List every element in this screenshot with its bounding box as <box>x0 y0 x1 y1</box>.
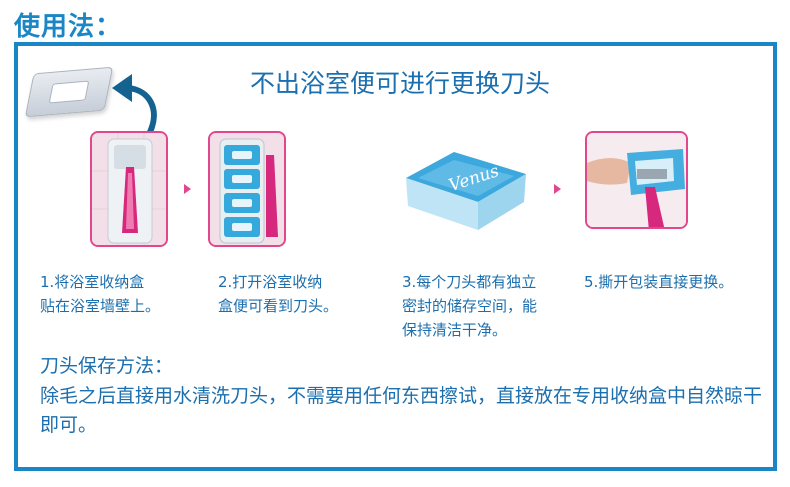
step-2-line-2: 盒便可看到刀头。 <box>218 297 339 315</box>
wall-holder-image <box>24 66 114 118</box>
page-subtitle: 不出浴室便可进行更换刀头 <box>250 69 551 98</box>
cartridge-pack-icon: Venus <box>406 152 526 230</box>
step-2-line-1: 2.打开浴室收纳 <box>218 273 323 291</box>
curved-arrow-icon <box>112 74 157 135</box>
step-3-line-2: 密封的储存空间，能 <box>402 297 538 315</box>
instruction-panel: 不出浴室便可进行更换刀头 <box>14 42 777 471</box>
step-3-image: Venus <box>398 146 530 236</box>
step-4-caption: 5.撕开包装直接更换。 <box>584 270 764 294</box>
step-1-line-2: 贴在浴室墙壁上。 <box>40 297 161 315</box>
step-1-line-1: 1.将浴室收纳盒 <box>40 273 145 291</box>
step-4-image <box>585 131 688 229</box>
step-3-line-3: 保持清洁干净。 <box>402 321 508 339</box>
step-2-caption: 2.打开浴室收纳 盒便可看到刀头。 <box>218 270 368 318</box>
step-4-line-1: 5.撕开包装直接更换。 <box>584 273 734 291</box>
replace-cartridge-icon <box>587 133 686 227</box>
page-heading: 使用法： <box>14 12 123 42</box>
holder-opening <box>48 80 90 104</box>
step-3-caption: 3.每个刀头都有独立 密封的储存空间，能 保持清洁干净。 <box>402 270 572 342</box>
open-holder-icon <box>210 133 284 245</box>
razor-in-holder-icon <box>92 133 166 245</box>
storage-section: 刀头保存方法： 除毛之后直接用水清洗刀头，不需要用任何东西擦试，直接放在专用收纳… <box>40 352 768 440</box>
step-arrow-icon <box>184 184 191 194</box>
step-1-caption: 1.将浴室收纳盒 贴在浴室墙壁上。 <box>40 270 190 318</box>
step-3-line-1: 3.每个刀头都有独立 <box>402 273 537 291</box>
step-arrow-icon <box>554 184 561 194</box>
storage-title: 刀头保存方法： <box>40 355 174 377</box>
step-1-image <box>90 131 168 247</box>
storage-text: 除毛之后直接用水清洗刀头，不需要用任何东西擦试，直接放在专用收纳盒中自然晾干即可… <box>40 385 763 436</box>
step-2-image <box>208 131 286 247</box>
